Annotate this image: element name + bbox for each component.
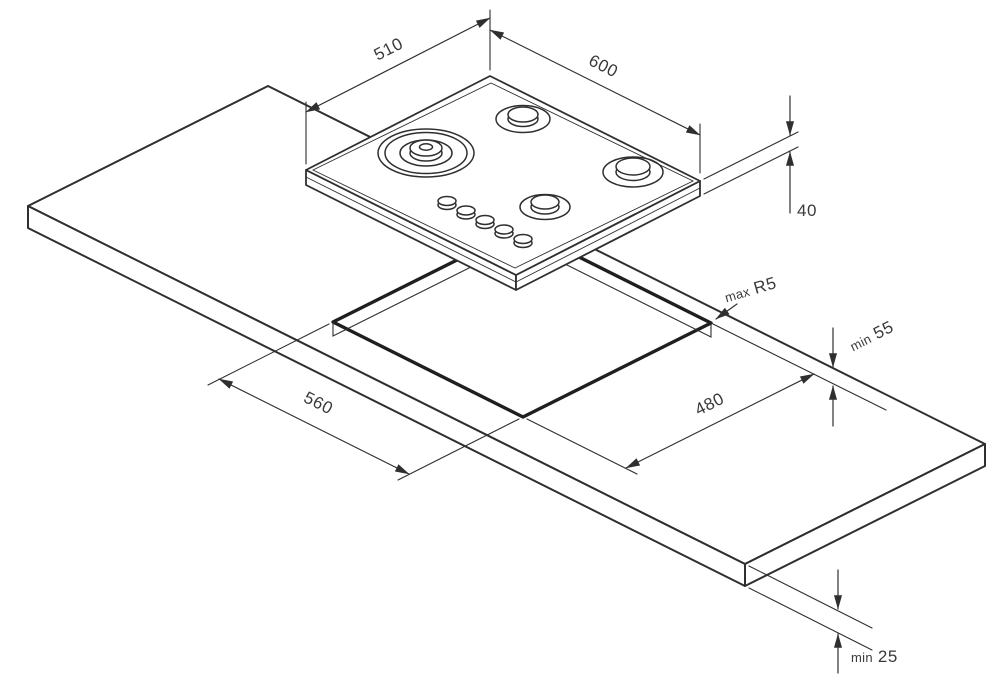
dim-hob-height: 40: [703, 95, 817, 220]
worktop-end-face: [744, 443, 986, 587]
burner-large: [377, 128, 475, 178]
hob-side-seam: [305, 176, 701, 283]
burner-front: [519, 193, 571, 221]
knob: [494, 224, 514, 239]
knob: [437, 195, 457, 211]
dim-label-hob-width: 600: [586, 51, 621, 81]
control-knobs: [437, 195, 533, 249]
burner-right: [602, 156, 664, 188]
dim-label-corner-radius: maxR5: [722, 273, 779, 306]
knob: [456, 205, 476, 220]
dim-label-cutout-length: 560: [301, 388, 336, 418]
dim-corner-radius: maxR5: [715, 273, 779, 320]
hob: [305, 75, 701, 291]
knob: [513, 233, 533, 249]
knob: [475, 214, 495, 230]
dim-label-hob-depth: 510: [371, 34, 407, 65]
dim-label-rear-clearance: min55: [846, 317, 897, 355]
dim-label-hob-height: 40: [797, 201, 817, 220]
